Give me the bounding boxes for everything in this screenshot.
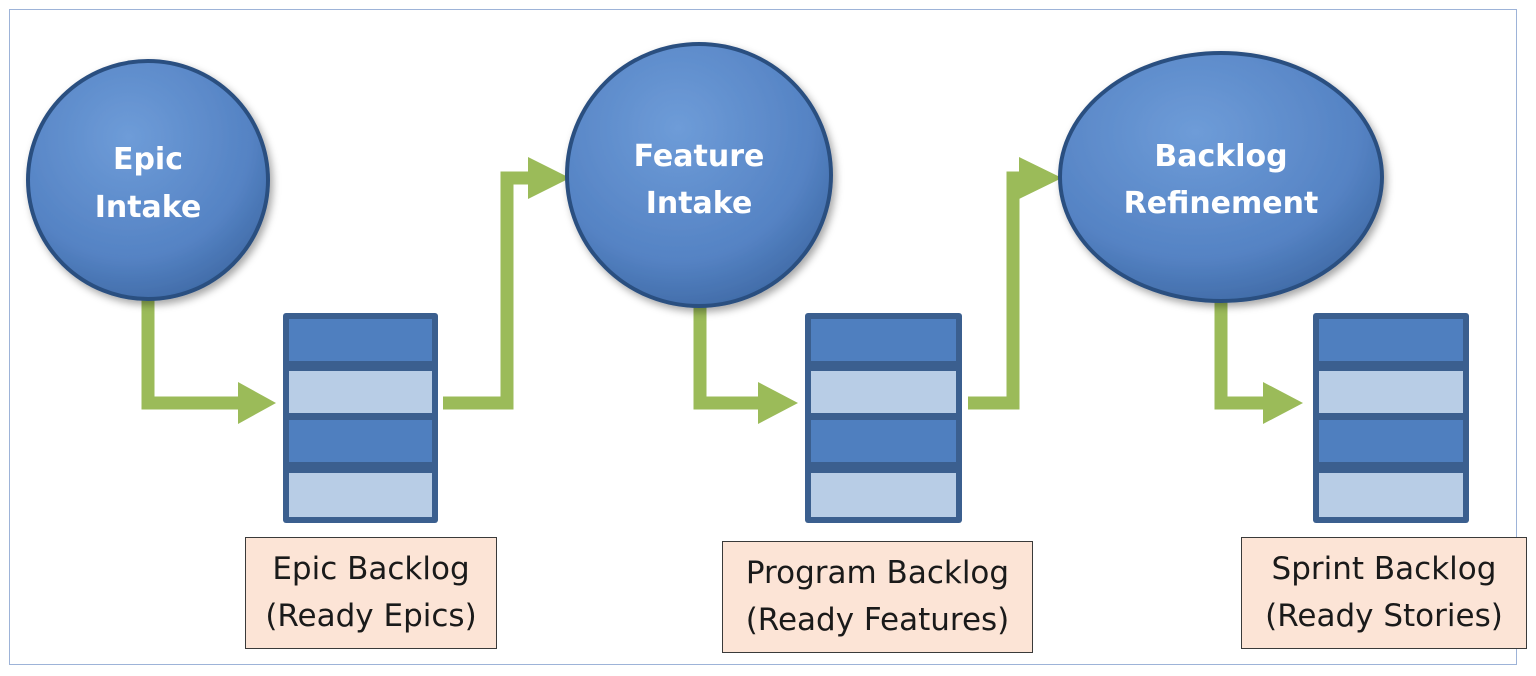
arrow-epic-intake-to-epic-backlog bbox=[141, 300, 276, 424]
label-sprint-backlog: Sprint Backlog (Ready Stories) bbox=[1241, 537, 1527, 649]
backlog-stack-sprint bbox=[1313, 313, 1469, 523]
node-backlog-refinement-line1: Backlog bbox=[1154, 139, 1287, 174]
arrow-backlog-refinement-to-sprint-backlog bbox=[1214, 300, 1303, 424]
label-epic-backlog: Epic Backlog (Ready Epics) bbox=[245, 537, 497, 649]
arrow-program-backlog-to-backlog-refinement bbox=[968, 157, 1062, 410]
backlog-stack-program bbox=[805, 313, 962, 523]
backlog-stack-epic bbox=[283, 313, 438, 523]
label-sprint-backlog-line1: Sprint Backlog bbox=[1271, 551, 1497, 587]
label-epic-backlog-line1: Epic Backlog bbox=[272, 551, 470, 587]
node-backlog-refinement bbox=[1058, 51, 1384, 303]
node-backlog-refinement-line2: Refinement bbox=[1124, 186, 1319, 221]
node-epic-intake-line1: Epic bbox=[113, 142, 183, 177]
arrow-feature-intake-to-program-backlog bbox=[693, 300, 798, 424]
node-feature-intake-line1: Feature bbox=[634, 139, 765, 174]
label-epic-backlog-line2: (Ready Epics) bbox=[265, 598, 477, 634]
label-program-backlog-line1: Program Backlog bbox=[745, 555, 1010, 591]
label-sprint-backlog-line2: (Ready Stories) bbox=[1265, 598, 1503, 634]
node-epic-intake-line2: Intake bbox=[95, 190, 202, 225]
node-feature-intake bbox=[565, 42, 833, 308]
node-epic-intake bbox=[26, 59, 270, 301]
arrow-epic-backlog-to-feature-intake bbox=[443, 157, 570, 410]
label-program-backlog-line2: (Ready Features) bbox=[745, 602, 1010, 638]
node-feature-intake-line2: Intake bbox=[646, 186, 753, 221]
label-program-backlog: Program Backlog (Ready Features) bbox=[722, 541, 1033, 653]
